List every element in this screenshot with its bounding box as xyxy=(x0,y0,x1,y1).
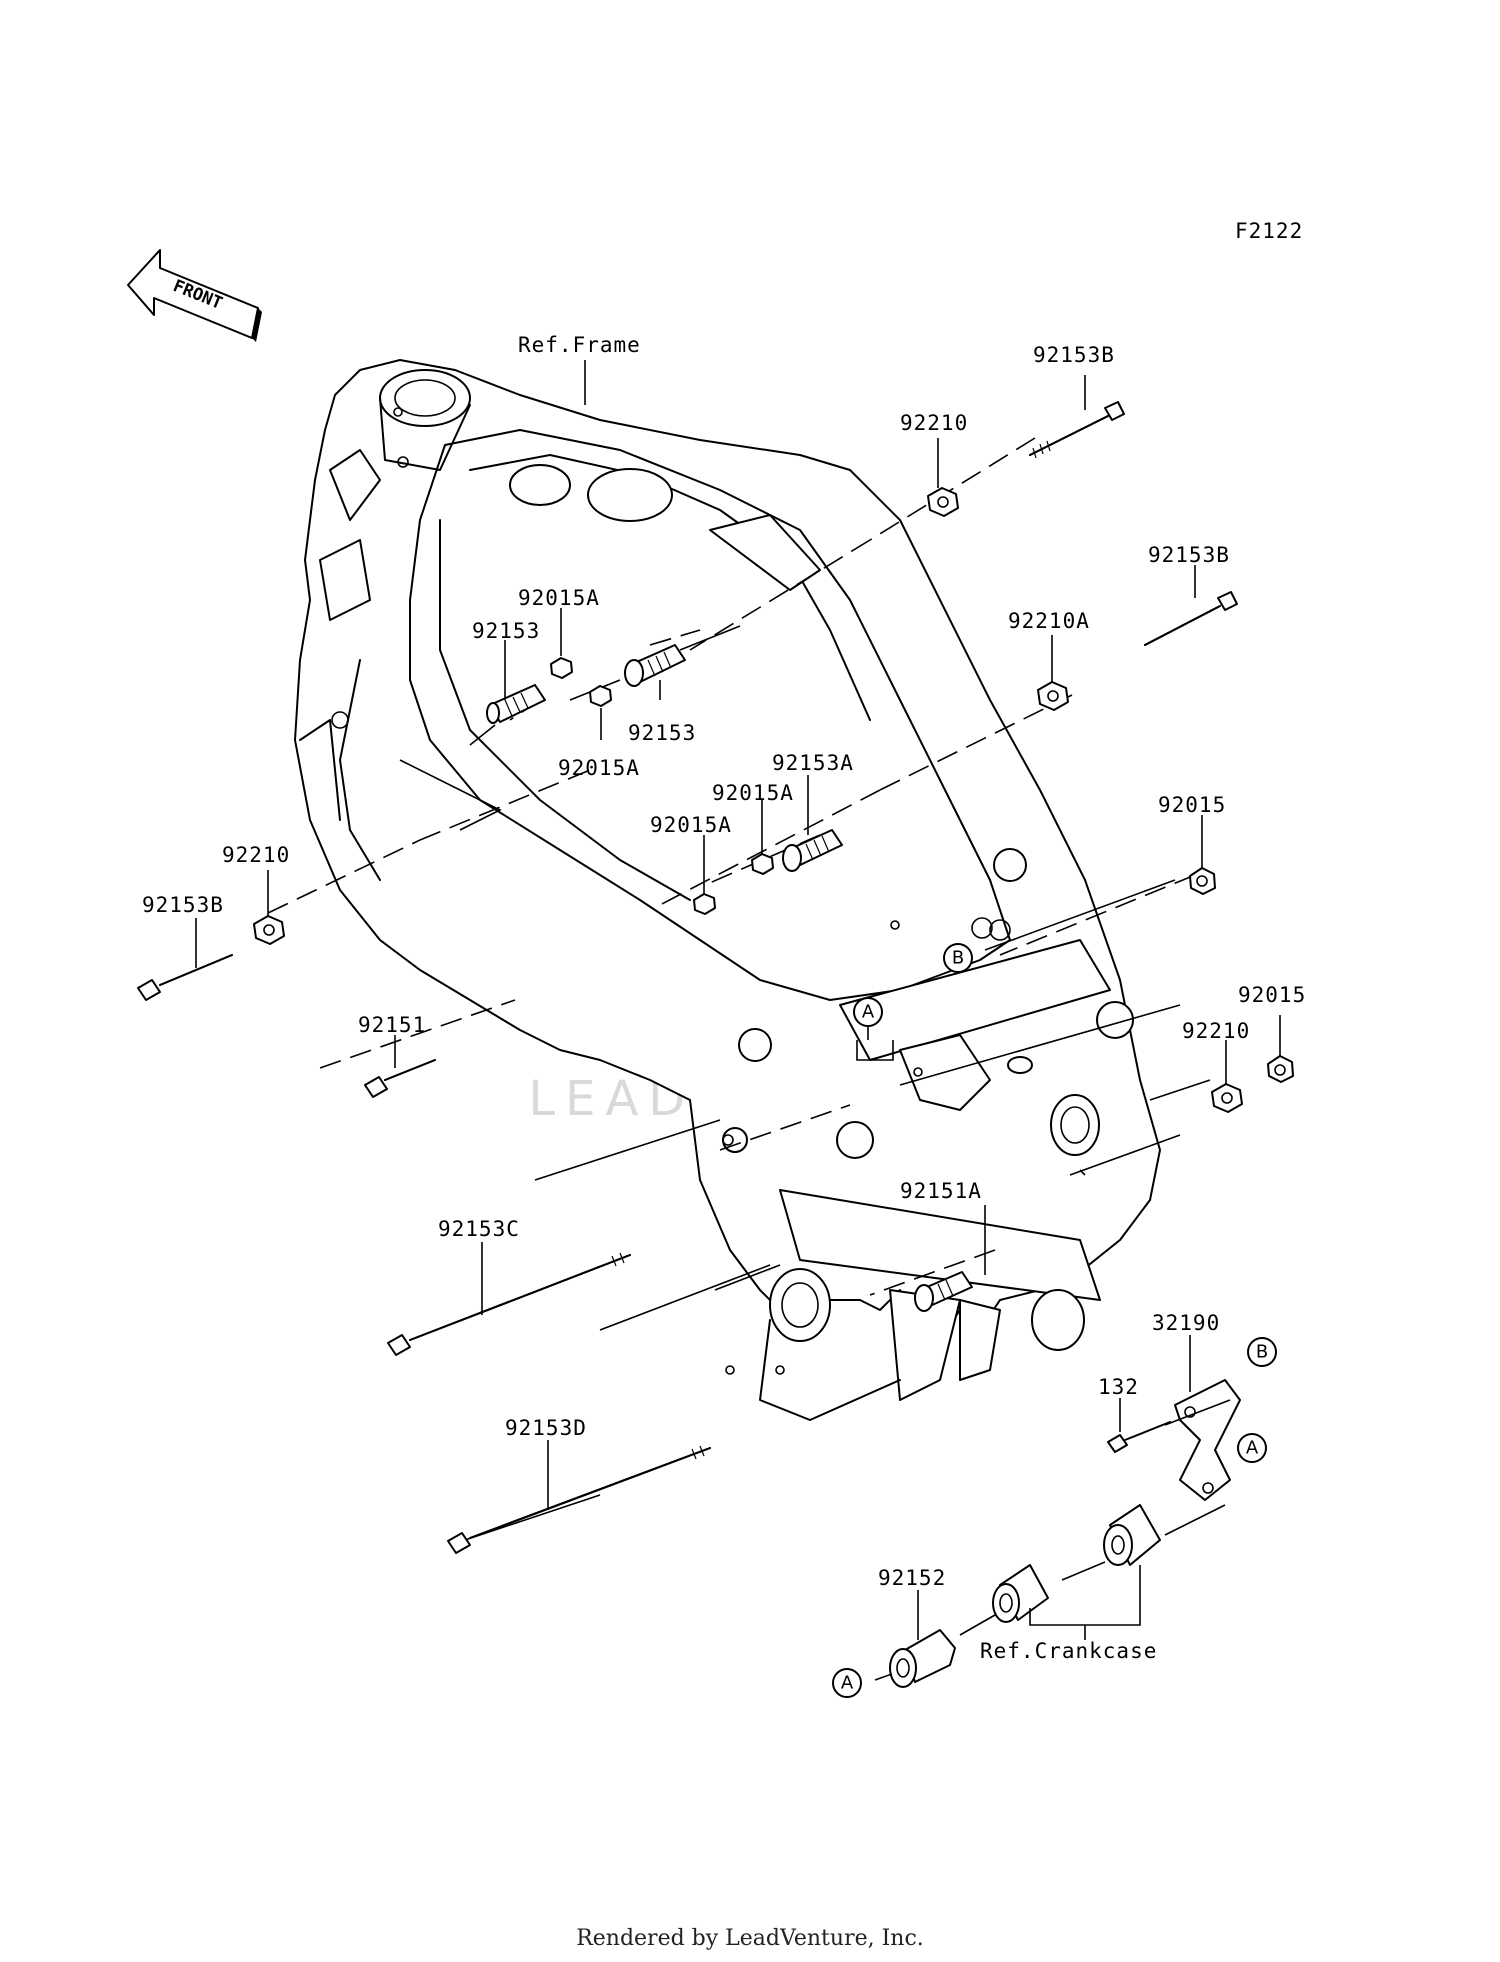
bolt-92151 xyxy=(364,1059,436,1098)
part-label: 132 xyxy=(1098,1375,1139,1399)
stud-92153-left xyxy=(486,684,546,724)
bolt-92153b-left xyxy=(137,954,233,1001)
front-arrow-icon: FRONT xyxy=(127,249,262,342)
nut-92015a-4 xyxy=(693,893,716,915)
collar-92152 xyxy=(889,1629,956,1688)
part-label: 92153A xyxy=(772,751,854,775)
part-label: 92153D xyxy=(505,1416,587,1440)
part-label: 92153 xyxy=(472,619,540,643)
part-label: 32190 xyxy=(1152,1311,1220,1335)
part-label: 92210 xyxy=(222,843,290,867)
bolt-92153b-mid xyxy=(1144,591,1238,646)
part-label: 92153B xyxy=(142,893,224,917)
nut-92015a-3 xyxy=(751,853,774,875)
bracket-32190 xyxy=(1174,1379,1241,1501)
nut-92210-left xyxy=(253,915,285,945)
part-label: 92210 xyxy=(900,411,968,435)
part-labels: Ref.Frame 92153B 92210 92153B 92210A 920… xyxy=(142,333,1306,1663)
spacer-crankcase-right xyxy=(1103,1504,1161,1566)
part-label: 92210A xyxy=(1008,609,1090,633)
part-label: 92153 xyxy=(628,721,696,745)
stud-92153a xyxy=(782,829,843,872)
ref-frame-label: Ref.Frame xyxy=(518,333,641,357)
footer-credit: Rendered by LeadVenture, Inc. xyxy=(576,1926,924,1951)
part-label: 92153B xyxy=(1148,543,1230,567)
nut-92210-right xyxy=(1211,1083,1243,1113)
callout-a-collar: A xyxy=(832,1668,862,1698)
part-label: 92153B xyxy=(1033,343,1115,367)
part-label: 92152 xyxy=(878,1566,946,1590)
callout-letter: A xyxy=(841,1673,854,1694)
nut-92015-upper xyxy=(1189,867,1216,895)
part-label: 92015A xyxy=(518,586,600,610)
callout-letter: A xyxy=(1246,1438,1259,1459)
nut-92210-top xyxy=(927,487,959,517)
callout-letter: B xyxy=(952,948,964,969)
callout-a-bracket: A xyxy=(1237,1433,1267,1463)
part-label: 92015A xyxy=(650,813,732,837)
fasteners xyxy=(137,401,1294,1688)
stud-92151a xyxy=(914,1271,973,1312)
callout-letter: B xyxy=(1256,1342,1268,1363)
part-label: 92151A xyxy=(900,1179,982,1203)
part-label: 92015A xyxy=(712,781,794,805)
leader-lines xyxy=(195,375,1281,1640)
nut-92210a xyxy=(1037,681,1069,711)
callout-b-frame: B xyxy=(943,943,973,973)
part-label: 92015 xyxy=(1158,793,1226,817)
part-label: 92015A xyxy=(558,756,640,780)
callout-letter: A xyxy=(862,1002,875,1023)
part-label: 92015 xyxy=(1238,983,1306,1007)
ref-crankcase-label: Ref.Crankcase xyxy=(980,1639,1157,1663)
spacer-crankcase-left xyxy=(992,1564,1049,1623)
nut-92015-lower xyxy=(1267,1055,1294,1083)
part-label: 92153C xyxy=(438,1217,520,1241)
bolt-92153c xyxy=(387,1252,631,1356)
callout-b-bracket: B xyxy=(1247,1337,1277,1367)
part-label: 92151 xyxy=(358,1013,426,1037)
diagram-code: F2122 xyxy=(1235,219,1303,243)
bolt-132 xyxy=(1107,1421,1171,1453)
bolt-92153b-top xyxy=(1029,401,1125,459)
bolt-92153d xyxy=(447,1445,711,1554)
frame xyxy=(294,359,1161,1421)
part-label: 92210 xyxy=(1182,1019,1250,1043)
stud-92153-right xyxy=(624,644,686,687)
callout-a-frame: A xyxy=(853,997,883,1027)
nut-92015a-2 xyxy=(589,685,612,707)
nut-92015a-1 xyxy=(550,657,573,679)
